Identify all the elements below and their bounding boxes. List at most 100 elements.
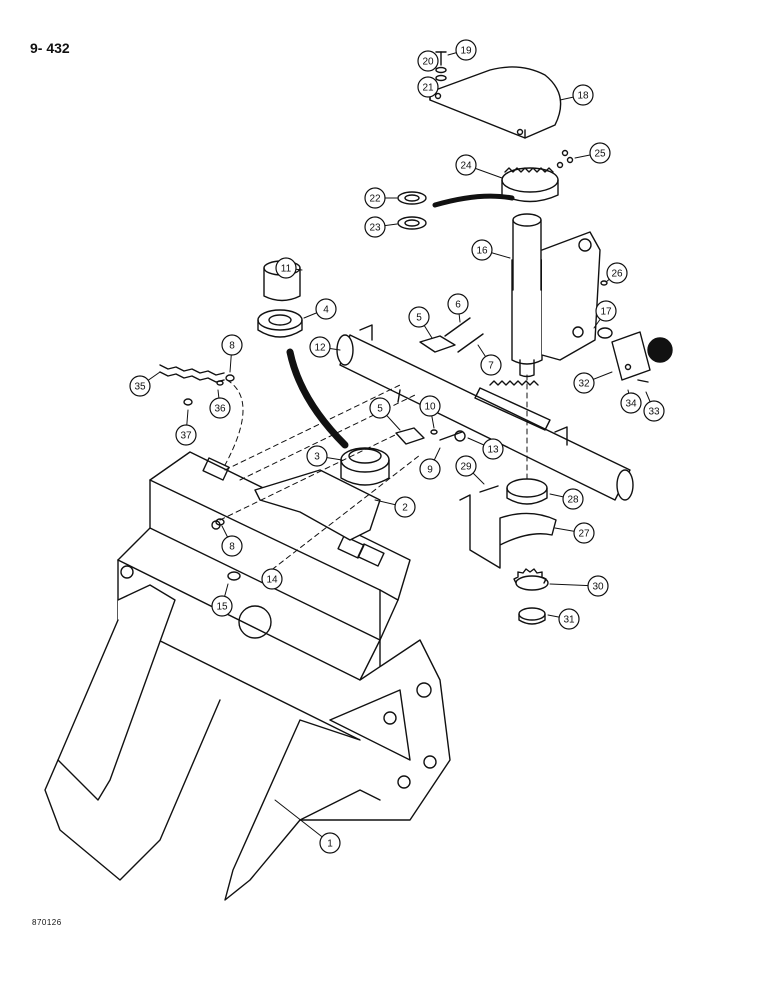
callout-number: 5: [377, 404, 383, 415]
drawing-number: 870126: [32, 918, 62, 927]
pinion-shaft: [511, 213, 601, 378]
callout-circle: [587, 575, 609, 597]
callout-29: 29: [455, 455, 485, 485]
callout-27: 27: [554, 522, 595, 544]
page-number: 9- 432: [30, 40, 70, 56]
callout-circle: [471, 239, 493, 261]
callout-circle: [319, 832, 341, 854]
callout-circle: [419, 395, 441, 417]
callout-circle: [480, 354, 502, 376]
callout-20: 20: [417, 50, 439, 72]
callout-number: 12: [314, 343, 326, 354]
callout-23: 23: [364, 216, 398, 238]
callout-number: 27: [578, 529, 590, 540]
callout-circle: [573, 372, 595, 394]
callout-1: 1: [274, 799, 341, 854]
callout-15: 15: [211, 583, 233, 617]
callout-10: 10: [419, 395, 441, 429]
callout-13: 13: [467, 437, 504, 460]
callout-number: 22: [369, 194, 381, 205]
callout-circle: [447, 293, 469, 315]
callout-number: 3: [314, 452, 320, 463]
callout-17: 17: [593, 300, 617, 329]
callout-number: 28: [567, 495, 579, 506]
callout-circle: [595, 300, 617, 322]
callout-circle: [261, 568, 283, 590]
callout-number: 29: [460, 462, 472, 473]
callout-number: 6: [455, 300, 461, 311]
callout-9: 9: [419, 447, 441, 480]
lower-bracket-and-bearing: [459, 478, 557, 625]
callout-number: 8: [229, 542, 235, 553]
callout-number: 23: [369, 223, 381, 234]
callout-circle: [408, 306, 430, 328]
callout-3: 3: [306, 445, 343, 467]
callout-18: 18: [559, 84, 594, 106]
callout-circle: [562, 488, 584, 510]
callout-circle: [620, 392, 642, 414]
callout-number: 31: [563, 615, 575, 626]
callout-number: 4: [323, 305, 329, 316]
callout-number: 1: [327, 839, 333, 850]
callout-21: 21: [417, 76, 439, 98]
callout-circle: [589, 142, 611, 164]
callout-circle: [211, 595, 233, 617]
callout-circle: [455, 455, 477, 477]
callout-circle: [455, 39, 477, 61]
callout-26: 26: [605, 262, 628, 284]
callout-30: 30: [549, 575, 609, 597]
callout-leader: [274, 799, 331, 844]
callout-number: 34: [625, 399, 637, 410]
callout-circle: [417, 50, 439, 72]
callout-circle: [572, 84, 594, 106]
callout-number: 15: [216, 602, 228, 613]
callout-circle: [482, 438, 504, 460]
callout-8: 8: [221, 334, 243, 373]
callout-36: 36: [209, 389, 231, 419]
callout-31: 31: [547, 608, 580, 630]
callout-37: 37: [175, 409, 197, 446]
callout-11: 11: [275, 257, 303, 279]
callout-number: 17: [600, 307, 612, 318]
sector-gear: [432, 167, 559, 208]
callout-number: 14: [266, 575, 278, 586]
callout-circle: [364, 187, 386, 209]
chain: [159, 364, 225, 383]
gear-cover: [429, 66, 562, 139]
callout-circle: [275, 257, 297, 279]
callout-28: 28: [549, 488, 584, 510]
callout-14: 14: [261, 568, 283, 590]
callout-number: 32: [578, 379, 590, 390]
callout-33: 33: [643, 391, 665, 422]
callout-circle: [606, 262, 628, 284]
callout-number: 8: [229, 341, 235, 352]
callout-circle: [369, 397, 391, 419]
callout-circle: [309, 336, 331, 358]
callout-24: 24: [455, 154, 503, 179]
callout-number: 26: [611, 269, 623, 280]
callout-number: 13: [487, 445, 499, 456]
callout-circle: [175, 424, 197, 446]
callout-25: 25: [574, 142, 611, 164]
callout-4: 4: [303, 298, 337, 320]
callout-number: 21: [422, 83, 434, 94]
callout-circle: [419, 458, 441, 480]
callout-circle: [558, 608, 580, 630]
callout-circle: [306, 445, 328, 467]
callout-circle: [643, 400, 665, 422]
callout-number: 16: [476, 246, 488, 257]
callout-number: 25: [594, 149, 606, 160]
callout-22: 22: [364, 187, 398, 209]
callout-circle: [221, 535, 243, 557]
callout-circle: [209, 397, 231, 419]
steering-cylinder: [336, 324, 634, 501]
callout-number: 11: [281, 264, 292, 275]
callout-number: 7: [488, 361, 494, 372]
callout-circle: [129, 375, 151, 397]
callout-32: 32: [573, 371, 613, 394]
callout-number: 35: [134, 382, 146, 393]
callout-circle: [221, 334, 243, 356]
callout-circle: [455, 154, 477, 176]
callout-number: 19: [460, 46, 472, 57]
